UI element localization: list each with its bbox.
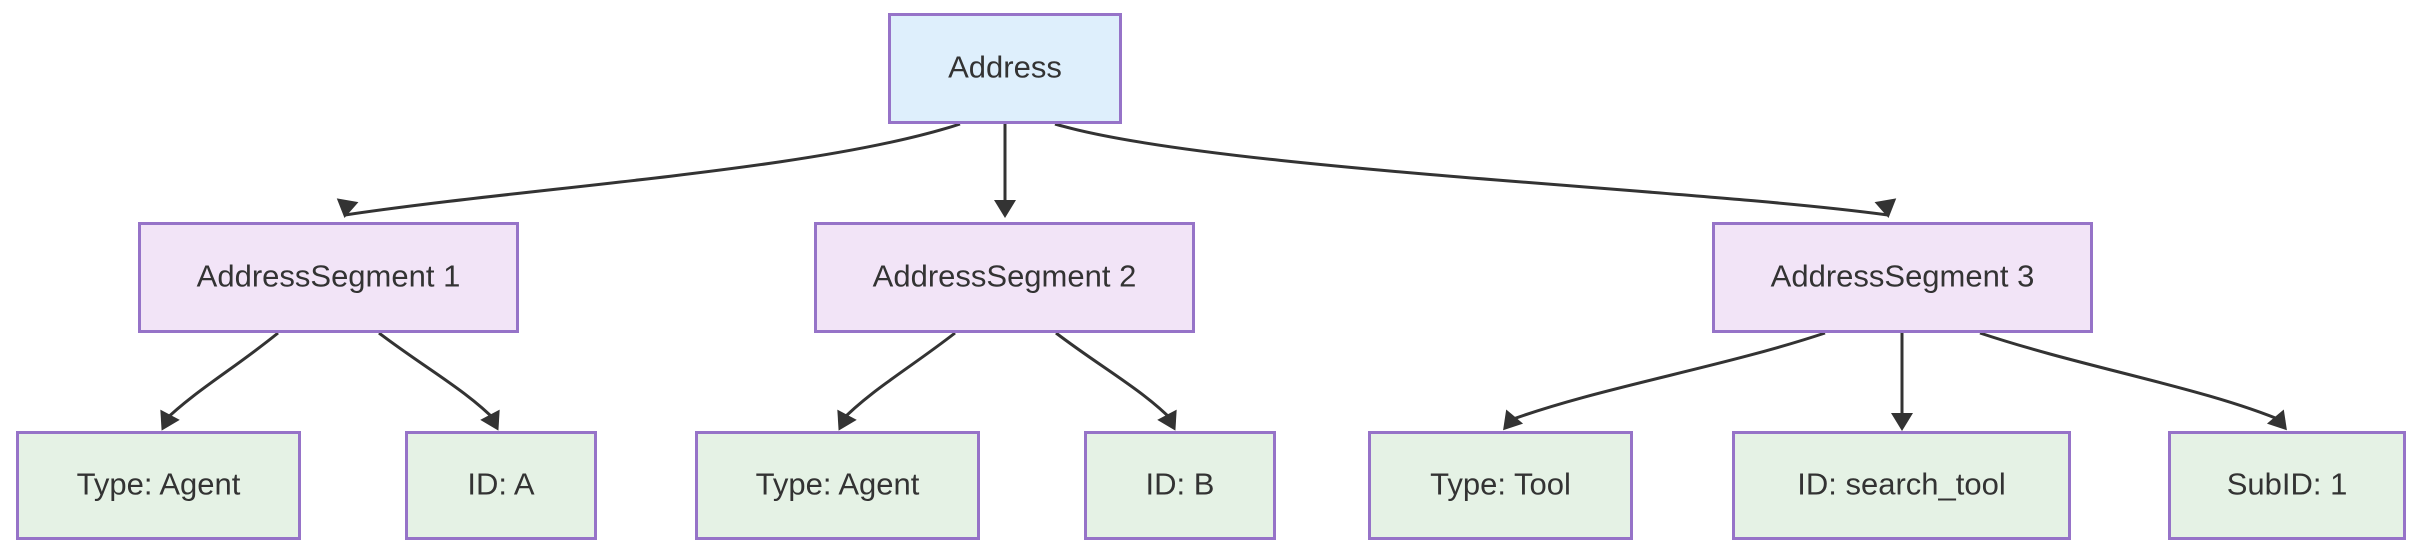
node-segment2[interactable]: AddressSegment 2 (814, 222, 1195, 333)
node-label-segment2: AddressSegment 2 (873, 259, 1137, 294)
node-box-seg1-type (16, 431, 301, 540)
arrowhead-layer (160, 198, 2287, 431)
node-seg1-type[interactable]: Type: Agent (16, 431, 301, 540)
node-seg3-subid[interactable]: SubID: 1 (2168, 431, 2406, 540)
edge-segment1-to-seg1-id (378, 331, 499, 424)
node-box-seg3-subid (2168, 431, 2406, 540)
node-label-seg3-type: Type: Tool (1430, 467, 1571, 502)
node-label-segment3: AddressSegment 3 (1771, 259, 2035, 294)
edge-segment2-to-seg2-id (1055, 331, 1176, 424)
node-seg2-type[interactable]: Type: Agent (695, 431, 980, 540)
arrowhead-a-seg3 (1874, 198, 1897, 218)
arrowhead-a-seg2 (994, 200, 1016, 218)
edge-address-to-segment3 (1054, 122, 1889, 217)
node-box-seg3-id (1732, 431, 2071, 540)
node-segment1[interactable]: AddressSegment 1 (138, 222, 519, 333)
node-box-seg1-id (405, 431, 597, 540)
node-box-segment1 (138, 222, 519, 333)
node-box-address (888, 13, 1122, 124)
node-label-segment1: AddressSegment 1 (197, 259, 461, 294)
node-seg3-type[interactable]: Type: Tool (1368, 431, 1633, 540)
edge-layer (161, 122, 2286, 424)
node-address[interactable]: Address (888, 13, 1122, 124)
arrowhead-a-seg3-id (1891, 413, 1913, 431)
edge-segment2-to-seg2-type (838, 331, 956, 424)
edge-address-to-segment1 (344, 122, 961, 217)
node-label-seg1-id: ID: A (467, 467, 535, 502)
node-label-seg3-id: ID: search_tool (1797, 467, 2006, 502)
node-segment3[interactable]: AddressSegment 3 (1712, 222, 2093, 333)
node-label-seg3-subid: SubID: 1 (2227, 467, 2348, 502)
node-seg1-id[interactable]: ID: A (405, 431, 597, 540)
arrowhead-a-seg1-type (160, 409, 180, 431)
arrowhead-a-seg1-id (480, 409, 500, 431)
arrowhead-a-seg3-type (1503, 409, 1524, 431)
edge-segment3-to-seg3-subid (1979, 331, 2286, 424)
node-label-seg2-id: ID: B (1146, 467, 1215, 502)
node-box-seg2-id (1084, 431, 1276, 540)
edge-segment1-to-seg1-type (161, 331, 279, 424)
node-box-seg2-type (695, 431, 980, 540)
edge-segment3-to-seg3-type (1504, 331, 1826, 424)
node-label-address: Address (948, 50, 1062, 85)
arrowhead-a-seg2-type (837, 409, 857, 431)
node-seg3-id[interactable]: ID: search_tool (1732, 431, 2071, 540)
node-box-seg3-type (1368, 431, 1633, 540)
arrowhead-a-seg1 (336, 198, 359, 218)
node-box-segment2 (814, 222, 1195, 333)
node-box-segment3 (1712, 222, 2093, 333)
node-seg2-id[interactable]: ID: B (1084, 431, 1276, 540)
arrowhead-a-seg3-subid (2266, 409, 2287, 431)
node-label-seg2-type: Type: Agent (756, 467, 920, 502)
node-label-seg1-type: Type: Agent (77, 467, 241, 502)
arrowhead-a-seg2-id (1157, 409, 1177, 431)
